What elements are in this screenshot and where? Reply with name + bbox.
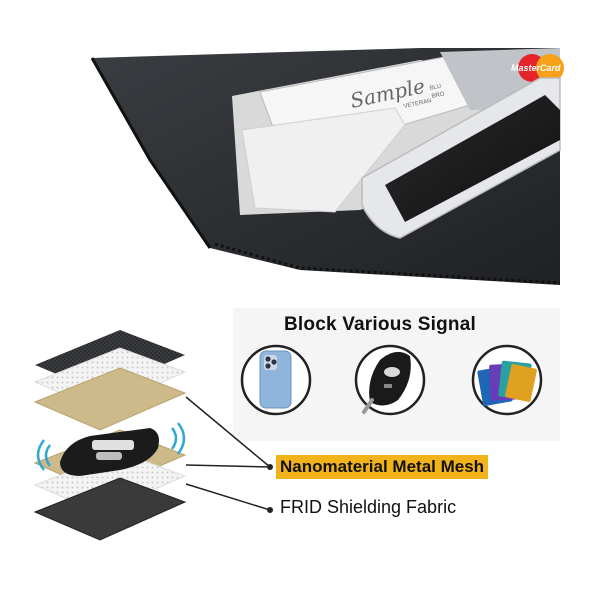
sample-card-line-veteran: VETERAN bbox=[403, 98, 432, 110]
white-card-in-pouch bbox=[241, 107, 406, 213]
layer-bottom-fabric bbox=[33, 477, 187, 541]
layer-metal-mesh-1 bbox=[33, 367, 187, 431]
car-key-in-diagram bbox=[36, 422, 186, 476]
metal-mesh-label: Nanomaterial Metal Mesh bbox=[276, 455, 489, 479]
signal-title: Block Various Signal bbox=[284, 314, 476, 335]
card-brand: MasterCard bbox=[511, 63, 561, 73]
sample-card-line-bro: BRO bbox=[431, 91, 445, 100]
smartphone-icon bbox=[240, 344, 312, 416]
shielding-fabric-label: FRID Shielding Fabric bbox=[280, 497, 457, 517]
credit-cards-icon bbox=[471, 344, 543, 416]
sample-card-line-blu: BLU bbox=[429, 84, 442, 92]
leader-lines bbox=[185, 396, 273, 513]
smartphone bbox=[361, 77, 561, 239]
car-key-fob-icon bbox=[354, 344, 426, 416]
